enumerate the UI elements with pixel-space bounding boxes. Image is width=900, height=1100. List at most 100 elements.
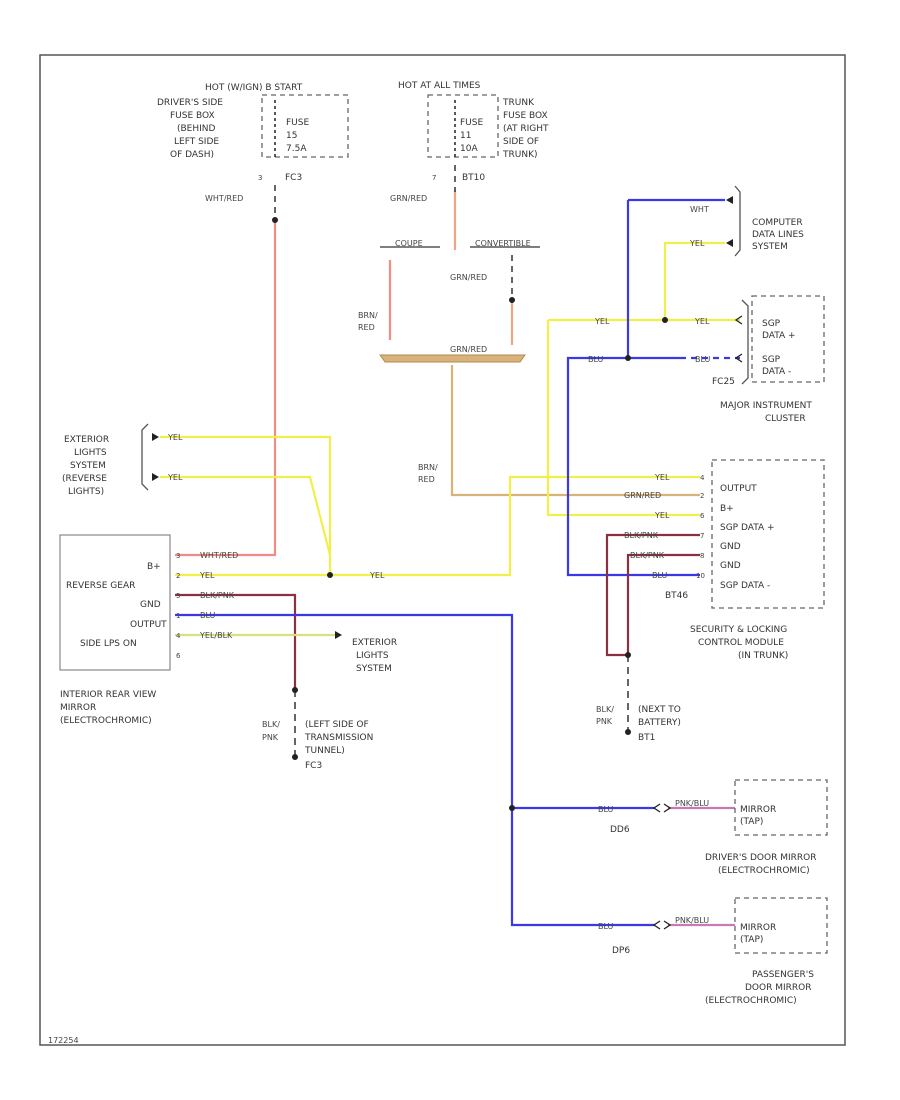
wire-yel-ext1 xyxy=(160,435,332,575)
wire-brn-red xyxy=(450,365,700,497)
fuse-left-fuse-1: 15 xyxy=(286,131,297,141)
wire-label-blk-pnk-gnd-l-b: PNK xyxy=(262,733,279,742)
wire-label-blk-pnk-gnd-r-a: BLK/ xyxy=(596,705,614,714)
fuse-right-desc-0: TRUNK xyxy=(502,98,535,108)
security-pin-0: OUTPUT xyxy=(720,484,757,494)
fuse-right-desc-1: FUSE BOX xyxy=(503,111,548,121)
computer-data-1: DATA LINES xyxy=(752,230,804,240)
ext-lights2-2: SYSTEM xyxy=(356,664,392,674)
wire-layer xyxy=(160,165,740,927)
fuse-right-conn: BT10 xyxy=(462,173,485,183)
arrow-icon xyxy=(726,196,733,204)
cluster-pin-2: SGP xyxy=(762,355,781,365)
wire-label-brn-red-2a: BRN/ xyxy=(418,463,438,472)
wire-blu-sec xyxy=(566,356,700,577)
wire-label-brn-red-2b: RED xyxy=(418,475,435,484)
dd-mirror-conn: DD6 xyxy=(610,825,630,835)
wire-yel-sec xyxy=(546,320,700,517)
wire-label-blk-pnk-sec1: BLK/PNK xyxy=(624,531,659,540)
wire-blk-pnk-sec2 xyxy=(626,553,700,655)
pd-mirror-pin2: (TAP) xyxy=(740,935,763,945)
fuse-left-desc-0: DRIVER'S SIDE xyxy=(157,98,223,108)
splice-dot xyxy=(625,355,631,361)
wire-label-yel-sgp2: YEL xyxy=(694,317,710,326)
splice-dot xyxy=(292,687,298,693)
wire-blk-pnk-mirror xyxy=(175,593,297,690)
fuse-box-left: HOT (W/IGN) B START DRIVER'S SIDE FUSE B… xyxy=(157,83,349,203)
mirror-pin-0: B+ xyxy=(147,562,161,572)
fuse-box-right: HOT AT ALL TIMES TRUNK FUSE BOX (AT RIGH… xyxy=(398,81,549,183)
wire-label-coupe: COUPE xyxy=(395,239,423,248)
connector-ticks xyxy=(652,315,743,930)
wire-blk-pnk-sec1 xyxy=(605,533,700,657)
wire-blu-mirror xyxy=(175,613,655,927)
wire-label-pnk-blu-pd: PNK/BLU xyxy=(675,916,709,925)
mirror-title-2: (ELECTROCHROMIC) xyxy=(60,716,152,726)
mirror-pin-num-2: 5 xyxy=(176,592,180,600)
pd-mirror-conn: DP6 xyxy=(612,946,630,956)
fuse-right-header: HOT AT ALL TIMES xyxy=(398,81,481,91)
security-box xyxy=(711,459,825,609)
security-module: OUTPUT B+ SGP DATA + GND GND SGP DATA - … xyxy=(624,459,825,661)
ground-right-conn: BT1 xyxy=(638,733,655,743)
wire-label-blu-sgp1: BLU xyxy=(588,355,604,364)
connector-tick xyxy=(734,353,743,363)
ground-left-conn: FC3 xyxy=(305,761,322,771)
mirror-box xyxy=(59,534,171,671)
wire-label-grn-red-3: GRN/RED xyxy=(450,345,487,354)
ground-icon xyxy=(625,729,631,735)
wire-yel-ext2 xyxy=(160,475,332,556)
fuse-left-conn: FC3 xyxy=(285,173,302,183)
wire-label-brn-red-1a: BRN/ xyxy=(358,311,378,320)
cluster-bracket xyxy=(741,299,749,385)
fuse-right-box xyxy=(427,94,499,158)
ground-right: BLK/ PNK (NEXT TO BATTERY) BT1 xyxy=(596,705,681,743)
arrow-icon xyxy=(152,473,159,481)
mirror-pin-1: REVERSE GEAR xyxy=(66,581,135,591)
security-pin-num-5: 10 xyxy=(696,572,705,580)
security-pin-3: GND xyxy=(720,542,741,552)
wire-label-blu-dd: BLU xyxy=(598,805,614,814)
wire-label-yel-mid: YEL xyxy=(369,571,385,580)
interior-mirror: B+ REVERSE GEAR GND OUTPUT SIDE LPS ON 3… xyxy=(59,534,385,726)
connector-tick xyxy=(652,803,672,813)
exterior-lights-2: EXTERIOR LIGHTS SYSTEM xyxy=(335,631,397,674)
fuse-left-desc-2: (BEHIND xyxy=(177,124,216,134)
splice-dot xyxy=(327,572,333,578)
security-pin-num-2: 6 xyxy=(700,512,705,520)
fuse-left-desc-4: OF DASH) xyxy=(170,150,214,160)
footer-code: 172254 xyxy=(48,1036,79,1045)
ext-lights-1: LIGHTS xyxy=(74,448,107,458)
connector-tick xyxy=(652,920,672,930)
wire-label-brn-red-1b: RED xyxy=(358,323,375,332)
passengers-door-mirror: MIRROR (TAP) BLU PNK/BLU DP6 PASSENGER'S… xyxy=(598,897,828,1006)
wire-label-blk-pnk-mirror: BLK/PNK xyxy=(200,591,235,600)
ground-left-text-0: (LEFT SIDE OF xyxy=(305,720,369,730)
security-title-0: SECURITY & LOCKING xyxy=(690,625,787,635)
fuse-left-fuse-0: FUSE xyxy=(286,118,309,128)
ext-lights-0: EXTERIOR xyxy=(64,435,109,445)
fuse-left-desc-3: LEFT SIDE xyxy=(174,137,219,147)
cluster-pin-1: DATA + xyxy=(762,331,796,341)
cluster-title-1: CLUSTER xyxy=(765,414,806,424)
cluster-pin-3: DATA - xyxy=(762,367,791,377)
wire-label-yel-ext2: YEL xyxy=(167,473,183,482)
security-pin-num-3: 7 xyxy=(700,532,704,540)
wire-label-blu-sec: BLU xyxy=(652,571,668,580)
connector-tick xyxy=(734,315,743,325)
ext-lights-bracket xyxy=(141,423,149,491)
arrow-icon xyxy=(335,631,342,639)
security-pin-1: B+ xyxy=(720,504,734,514)
fuse-right-desc-2: (AT RIGHT xyxy=(503,124,549,134)
wire-label-blu-mirror: BLU xyxy=(200,611,216,620)
dd-mirror-box xyxy=(734,779,828,836)
splice-bar xyxy=(379,354,526,363)
pd-mirror-title-0: PASSENGER'S xyxy=(752,970,814,980)
ground-left-text-2: TUNNEL) xyxy=(304,746,345,756)
wire-label-yel-sgp1: YEL xyxy=(594,317,610,326)
fuse-left-pin: 3 xyxy=(258,174,262,182)
mirror-pin-num-3: 1 xyxy=(176,612,180,620)
wire-label-blu-pd: BLU xyxy=(598,922,614,931)
fuse-right-fuse-2: 10A xyxy=(460,144,478,154)
